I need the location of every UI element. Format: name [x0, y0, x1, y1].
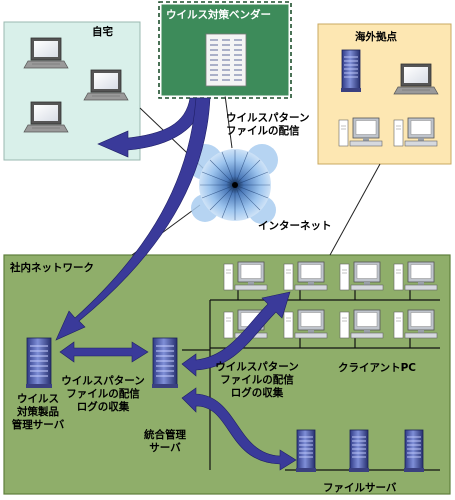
overseas-desktop-2 — [393, 117, 438, 147]
arrow-av-to-mgmt-double — [59, 341, 149, 363]
client-pc-label: クライアントPC — [338, 362, 416, 374]
arrow-mgmt-to-fileservers — [181, 387, 297, 471]
internet-label: インターネット — [258, 220, 332, 232]
vendor-label: ウイルス対策ベンダー — [166, 9, 271, 21]
file-server-2-icon — [348, 429, 370, 473]
vendor-box-dashed-border — [158, 1, 292, 99]
overseas-laptop — [393, 63, 439, 95]
file-server-1-icon — [295, 429, 317, 473]
link-left-label: ウイルスパターン ファイルの配信 ログの収集 — [61, 375, 145, 413]
client-pc-1 — [223, 261, 268, 291]
av-management-server-icon — [25, 337, 53, 389]
client-pc-3 — [339, 261, 384, 291]
internet-globe-icon — [187, 144, 278, 224]
client-pc-8 — [393, 309, 438, 339]
arrow-vendor-to-av-server — [55, 97, 211, 341]
link-overseas-internet — [329, 163, 381, 256]
home-label: 自宅 — [92, 26, 113, 38]
link-vendor-internet — [224, 94, 233, 149]
intranet-label: 社内ネットワーク — [10, 262, 94, 274]
client-pc-6 — [283, 309, 328, 339]
overseas-desktop-1 — [338, 117, 383, 147]
av-server-label: ウイルス 対策製品 管理サーバ — [11, 393, 65, 431]
mgmt-server-label: 統合管理 サーバ — [144, 429, 186, 454]
file-server-3-icon — [403, 429, 425, 473]
link-client-label: ウイルスパターン ファイルの配信 ログの収集 — [215, 361, 299, 399]
arrow-mgmt-to-clients — [181, 291, 291, 377]
pattern-file-icon — [205, 33, 247, 87]
overseas-server-icon — [340, 49, 362, 93]
integrated-management-server-icon — [151, 337, 179, 389]
file-server-label: ファイルサーバ — [323, 482, 397, 494]
client-pc-4 — [393, 261, 438, 291]
intranet-wiring — [182, 288, 440, 472]
intranet-box — [3, 254, 451, 495]
overseas-label: 海外拠点 — [355, 31, 397, 43]
pattern-distribution-label: ウイルスパターン ファイルの配信 — [226, 112, 310, 137]
client-pc-7 — [339, 309, 384, 339]
client-pc-2 — [283, 261, 328, 291]
